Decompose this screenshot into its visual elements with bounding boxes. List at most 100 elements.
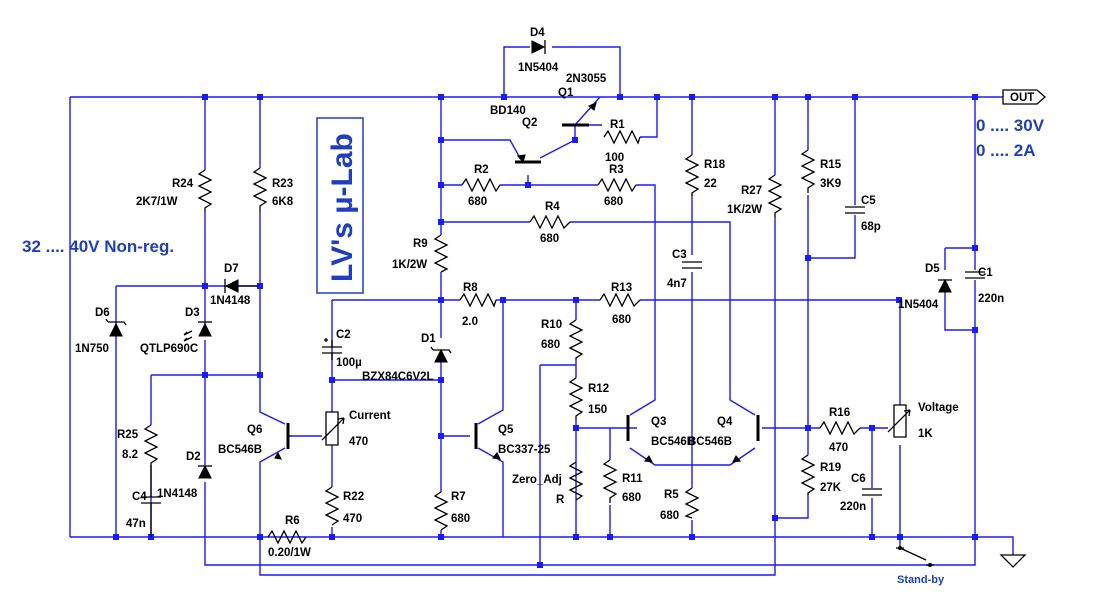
d5-ref: D5 — [925, 263, 940, 275]
r8-ref: R8 — [463, 282, 478, 294]
d4-ref: D4 — [530, 27, 545, 39]
r15-value: 3K9 — [820, 178, 841, 190]
r22-value: 470 — [343, 513, 362, 525]
c3-ref: C3 — [672, 249, 687, 261]
q3-ref: Q3 — [651, 416, 666, 428]
r13-symbol — [599, 292, 641, 308]
r18-ref: R18 — [704, 159, 726, 171]
r5-symbol — [684, 487, 700, 519]
q4-ref: Q4 — [717, 416, 733, 428]
voltage-pot-symbol — [893, 404, 907, 438]
d3-value: QTLP690C — [140, 343, 198, 355]
r2-ref: R2 — [474, 164, 489, 176]
zero-adj-symbol — [568, 461, 584, 501]
d5-symbol — [938, 278, 952, 293]
d6-ref: D6 — [95, 307, 110, 319]
d7-ref: D7 — [224, 263, 239, 275]
standby-switch-symbol — [896, 547, 934, 566]
r2-symbol — [461, 177, 501, 193]
current-ref: Current — [349, 410, 391, 422]
component-symbols — [105, 40, 1046, 568]
d7-symbol — [224, 279, 239, 293]
r10-symbol — [568, 319, 584, 360]
r4-symbol — [529, 214, 571, 230]
q5-value: BC337-25 — [498, 444, 551, 456]
d1-ref: D1 — [421, 333, 436, 345]
r12-symbol — [568, 377, 584, 420]
c5-ref: C5 — [861, 195, 876, 207]
c2-value: 100µ — [336, 357, 362, 369]
r15-symbol — [800, 149, 816, 193]
d5-value: 1N5404 — [898, 299, 939, 311]
d2-symbol — [198, 464, 212, 479]
r1-symbol — [600, 124, 641, 145]
out-flag — [1002, 89, 1046, 105]
r27-symbol — [767, 174, 783, 218]
r3-symbol — [597, 177, 637, 193]
input-note: 32 .... 40V Non-reg. — [22, 237, 174, 256]
r23-symbol — [252, 167, 268, 212]
r18-value: 22 — [704, 178, 717, 190]
d3-symbol — [198, 322, 212, 337]
c5-value: 68p — [861, 221, 881, 233]
d6-symbol — [109, 322, 123, 337]
r15-ref: R15 — [820, 159, 842, 171]
d1-symbol — [434, 348, 448, 363]
c4-ref: C4 — [132, 491, 147, 503]
voltage-pot-arrow — [887, 409, 911, 433]
d6-value: 1N750 — [75, 343, 109, 355]
q5-ref: Q5 — [498, 424, 514, 436]
c2-symbol — [322, 338, 342, 360]
r22-ref: R22 — [343, 491, 364, 503]
r19-symbol — [800, 454, 816, 495]
r11-symbol — [602, 459, 618, 503]
r11-ref: R11 — [622, 473, 643, 485]
r27-ref: R27 — [741, 185, 762, 197]
c4-value: 47n — [126, 518, 146, 530]
r6-value: 0.20/1W — [268, 547, 311, 559]
r12-value: 150 — [588, 404, 607, 416]
r5-ref: R5 — [664, 489, 679, 501]
r18-symbol — [684, 154, 700, 196]
r4-value: 680 — [540, 233, 559, 245]
c5-symbol — [845, 206, 865, 214]
c6-value: 220n — [840, 501, 866, 513]
zero-adj-value: R — [556, 494, 565, 506]
r25-ref: R25 — [117, 429, 139, 441]
r1-ref: R1 — [610, 119, 625, 131]
r7-symbol — [433, 491, 449, 531]
output-note-v: 0 .... 30V — [976, 116, 1045, 135]
r3-ref: R3 — [609, 164, 624, 176]
standby-label: Stand-by — [897, 574, 945, 586]
q2-value: BD140 — [490, 105, 526, 117]
r2-value: 680 — [468, 196, 487, 208]
junction-dots — [113, 94, 978, 568]
c4-symbol — [141, 465, 161, 537]
c6-symbol — [862, 488, 882, 496]
c3-symbol — [682, 261, 702, 269]
title-text: LV's µ-Lab — [326, 133, 359, 282]
r27-value: 1K/2W — [727, 204, 762, 216]
d2-value: 1N4148 — [157, 488, 198, 500]
r10-ref: R10 — [541, 319, 562, 331]
r3-value: 680 — [604, 196, 623, 208]
q6-value: BC546B — [218, 444, 262, 456]
current-pot-symbol — [325, 411, 339, 446]
c3-value: 4n7 — [667, 278, 687, 290]
q3-value: BC546B — [651, 436, 695, 448]
r13-ref: R13 — [611, 282, 632, 294]
r8-symbol — [459, 292, 497, 308]
ground-symbol — [999, 554, 1027, 568]
r24-ref: R24 — [172, 178, 194, 190]
q1-ref: Q1 — [558, 87, 574, 99]
r5-value: 680 — [660, 510, 679, 522]
zero-adj-ref: Zero_Adj — [512, 474, 562, 486]
r4-ref: R4 — [545, 201, 560, 213]
r23-ref: R23 — [272, 178, 293, 190]
r7-value: 680 — [451, 513, 470, 525]
out-flag-text: OUT — [1010, 92, 1034, 104]
r11-value: 680 — [622, 492, 641, 504]
r7-ref: R7 — [451, 491, 466, 503]
d7-value: 1N4148 — [210, 295, 251, 307]
